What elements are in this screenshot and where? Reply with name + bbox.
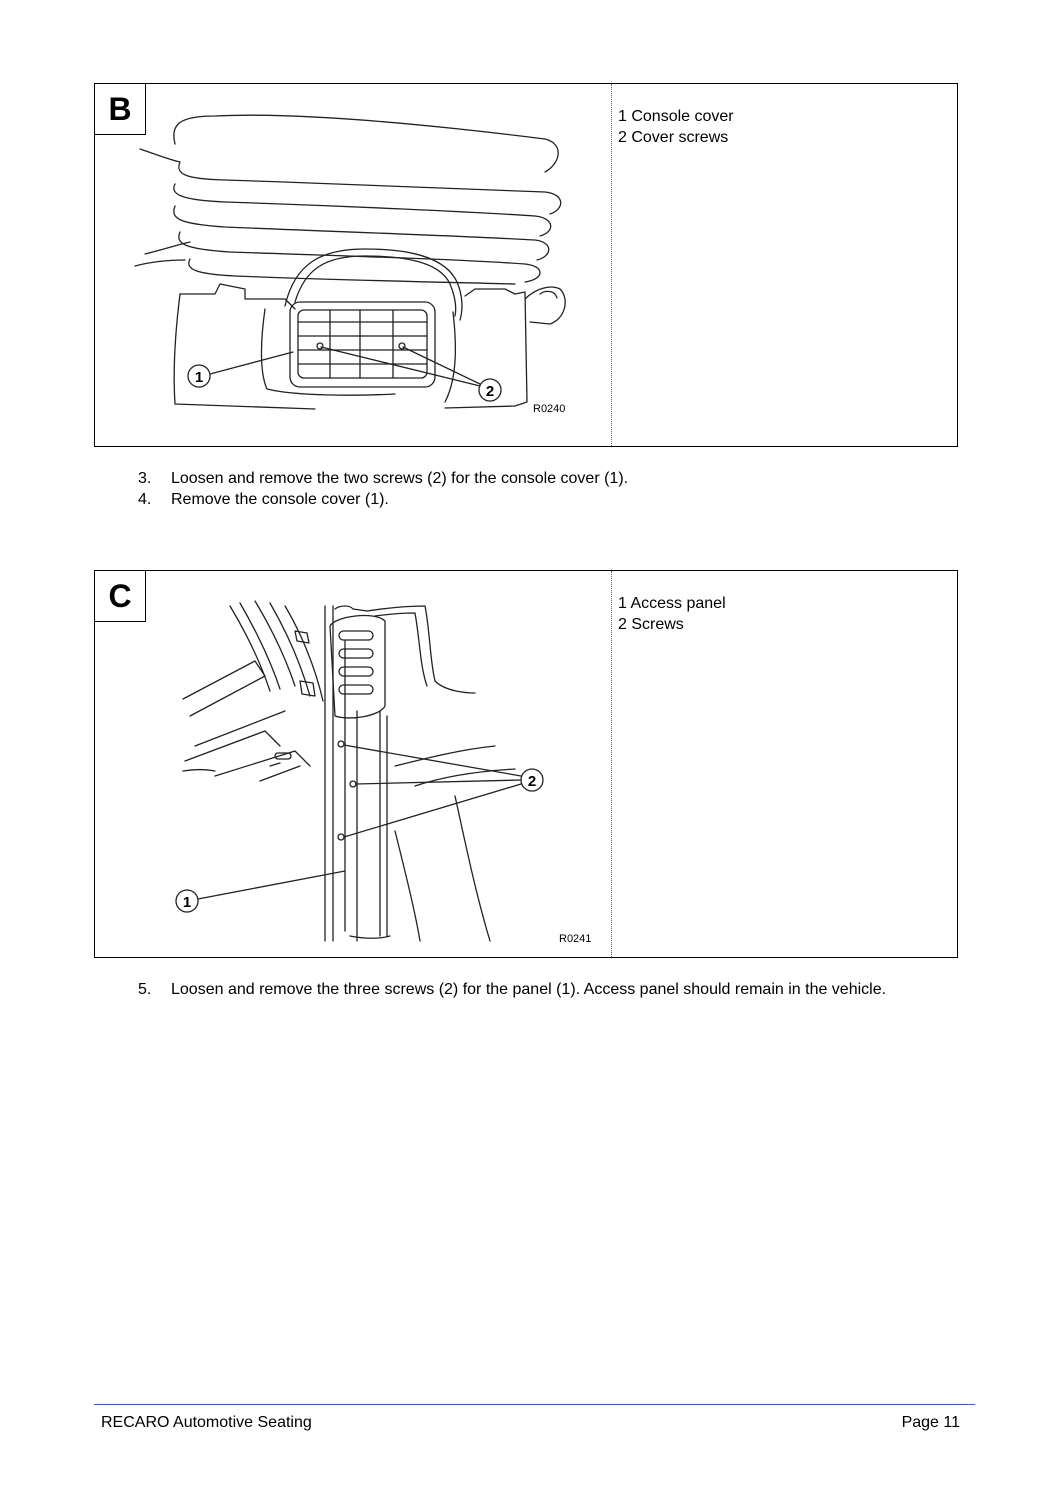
step-text: Remove the console cover (1). (171, 491, 389, 508)
figure-b-code: R0240 (533, 403, 566, 415)
figure-c-divider (611, 571, 612, 957)
list-item: 3. Loosen and remove the two screws (2) … (138, 468, 928, 489)
step-number: 5. (138, 981, 152, 998)
callout-1-label: 1 (195, 369, 203, 386)
steps-list-c: 5. Loosen and remove the three screws (2… (138, 979, 928, 1000)
step-number: 3. (138, 470, 152, 487)
steps-list-b: 3. Loosen and remove the two screws (2) … (138, 468, 928, 510)
figure-b: 1 2 B R0240 1 Console cover 2 Cover scre… (94, 83, 958, 447)
footer-company: RECARO Automotive Seating (101, 1414, 312, 1431)
list-item: 4. Remove the console cover (1). (138, 489, 928, 510)
legend-item: 2 Cover screws (618, 129, 729, 146)
figure-b-legend: 1 Console cover 2 Cover screws (618, 106, 734, 148)
figure-c: 1 2 C R0241 1 Access panel 2 Screws (94, 570, 958, 958)
callout-2-label: 2 (486, 383, 494, 400)
step-text: Loosen and remove the two screws (2) for… (171, 470, 629, 487)
figure-c-illustration: 1 2 (95, 571, 611, 957)
figure-b-letter: B (95, 84, 146, 135)
callout-1-label: 1 (183, 894, 191, 911)
figure-c-legend: 1 Access panel 2 Screws (618, 593, 726, 635)
footer-divider (94, 1404, 975, 1405)
figure-c-letter: C (95, 571, 146, 622)
list-item: 5. Loosen and remove the three screws (2… (138, 979, 928, 1000)
legend-item: 1 Access panel (618, 595, 726, 612)
figure-b-illustration: 1 2 (95, 84, 611, 446)
figure-b-divider (611, 84, 612, 446)
legend-item: 1 Console cover (618, 108, 734, 125)
figure-c-code: R0241 (559, 933, 592, 945)
page-number: Page 11 (901, 1414, 960, 1431)
callout-2-label: 2 (528, 773, 536, 790)
legend-item: 2 Screws (618, 616, 684, 633)
step-text: Loosen and remove the three screws (2) f… (171, 981, 887, 998)
step-number: 4. (138, 491, 152, 508)
